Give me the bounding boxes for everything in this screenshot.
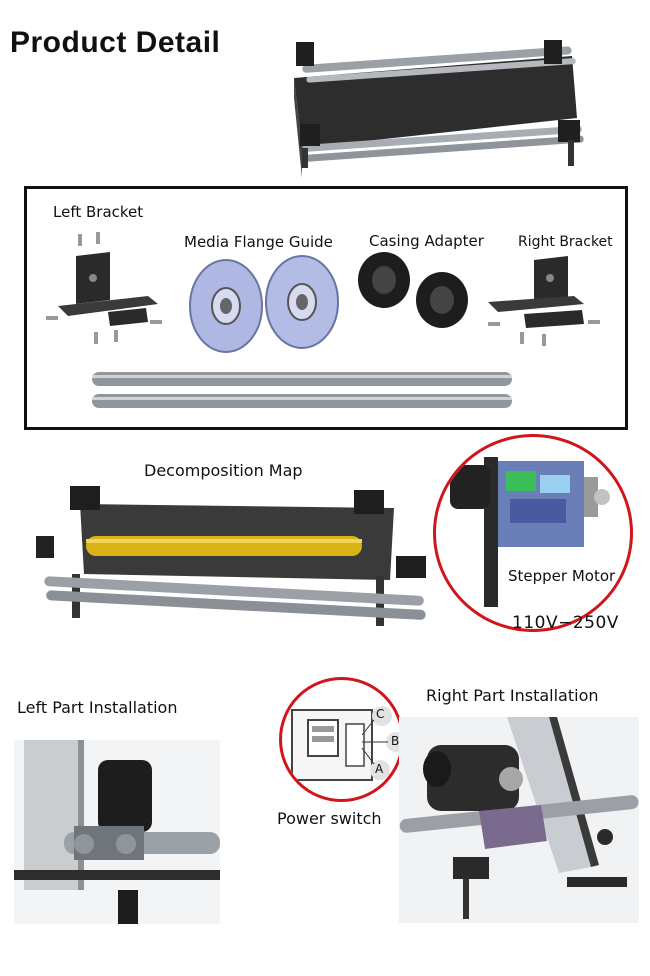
right-install-image bbox=[399, 717, 639, 923]
left-bracket-label: Left Bracket bbox=[53, 203, 144, 221]
media-flange-guide-image bbox=[189, 255, 339, 353]
power-switch-label: Power switch bbox=[277, 809, 382, 828]
power-switch-diagram bbox=[291, 706, 401, 781]
right-install-label: Right Part Installation bbox=[426, 686, 599, 705]
page-title: Product Detail bbox=[10, 26, 221, 59]
casing-adapter-label: Casing Adapter bbox=[369, 232, 484, 250]
stepper-motor-callout: Stepper Motor bbox=[433, 434, 633, 632]
media-flange-guide-label: Media Flange Guide bbox=[184, 233, 333, 251]
assembled-frame-image bbox=[294, 40, 584, 178]
left-bracket-image bbox=[46, 232, 162, 344]
left-install-image bbox=[14, 740, 220, 924]
stepper-motor-label: Stepper Motor bbox=[508, 567, 616, 585]
switch-label-b: B bbox=[391, 734, 400, 748]
voltage-label: 110V−250V bbox=[512, 613, 619, 633]
stepper-motor-image bbox=[450, 457, 610, 607]
power-switch-callout: C B A bbox=[279, 677, 404, 802]
decomposition-frame-image bbox=[36, 486, 426, 626]
right-bracket-label: Right Bracket bbox=[518, 234, 613, 250]
switch-label-c: C bbox=[376, 707, 385, 721]
rod-tubes-image bbox=[92, 372, 512, 408]
parts-box bbox=[24, 186, 628, 430]
right-bracket-image bbox=[488, 256, 600, 346]
decomposition-map-label: Decomposition Map bbox=[144, 461, 303, 480]
switch-label-a: A bbox=[375, 762, 384, 776]
casing-adapter-image bbox=[358, 252, 468, 328]
left-install-label: Left Part Installation bbox=[17, 698, 178, 717]
